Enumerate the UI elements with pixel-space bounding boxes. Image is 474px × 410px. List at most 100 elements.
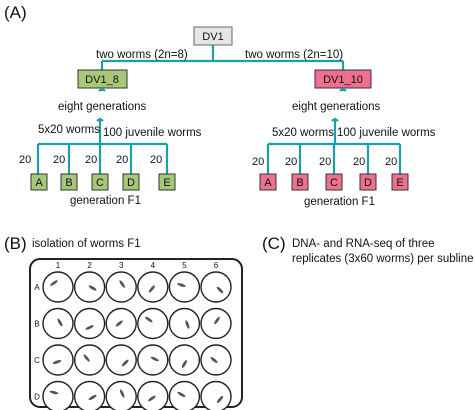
left-subline-d: D <box>127 177 135 189</box>
left-split-lines <box>36 118 169 174</box>
worm <box>88 285 97 291</box>
right-count-5: 20 <box>385 156 397 168</box>
panel-b-label: (B) <box>4 234 27 253</box>
worm <box>148 395 156 402</box>
left-subline-b: B <box>65 177 72 189</box>
worm <box>119 280 126 288</box>
right-subline-box-d <box>359 173 377 191</box>
plate-column-label: 1 <box>56 261 61 270</box>
worm <box>210 356 218 364</box>
right-count-4: 20 <box>353 156 365 168</box>
plate-row-label: C <box>34 356 40 365</box>
plate-well <box>105 271 137 303</box>
plate-well <box>200 380 232 410</box>
right-subline-b: B <box>296 177 303 189</box>
right-subline-e: E <box>396 177 403 189</box>
right-loop-mark <box>339 88 347 92</box>
panel-c-label: (C) <box>262 234 286 253</box>
plate-well <box>200 271 232 303</box>
plate-well <box>42 344 74 376</box>
worm <box>214 316 220 325</box>
worm <box>85 325 94 330</box>
plate-well <box>137 344 169 376</box>
left-subline-e: E <box>163 177 170 189</box>
worm <box>115 320 123 327</box>
worm <box>119 389 125 398</box>
right-subline-box-a <box>259 173 277 191</box>
right-generation-label: generation F1 <box>304 196 375 208</box>
worm <box>50 280 58 286</box>
right-count-2: 20 <box>285 156 297 168</box>
left-juvenile-label: 100 juvenile worms <box>103 127 202 139</box>
right-subline-a: A <box>264 177 272 189</box>
left-count-2: 20 <box>53 154 65 166</box>
left-subline-a: A <box>35 177 43 189</box>
worm <box>216 286 224 294</box>
worm <box>83 354 90 362</box>
plate-well <box>105 344 137 376</box>
plate-well <box>42 271 74 303</box>
plate-row-label: B <box>34 320 39 329</box>
worm <box>57 318 63 327</box>
plate-column-label: 6 <box>214 261 219 270</box>
dv1-8-label: DV1_8 <box>85 74 119 86</box>
plate-row-label: A <box>34 283 40 292</box>
worm <box>52 359 62 365</box>
left-subline-box-d <box>122 173 140 191</box>
right-branch-label: two worms (2n=10) <box>245 49 343 61</box>
plate-well <box>168 344 201 376</box>
worm <box>181 360 187 368</box>
left-loop-mark <box>98 88 106 92</box>
right-subline-box-e <box>391 173 409 191</box>
panel-c-line1: DNA- and RNA-seq of three <box>292 238 435 250</box>
plate-well <box>168 307 201 340</box>
plate-column-label: 5 <box>182 261 187 270</box>
root-node-label: DV1 <box>202 31 223 43</box>
right-subline-d: D <box>364 177 372 189</box>
plate-well <box>137 307 169 340</box>
plate-well <box>42 307 74 340</box>
right-juvenile-label: 100 juvenile worms <box>337 127 436 139</box>
left-subline-box-c <box>91 173 109 191</box>
panel-b-title: isolation of worms F1 <box>32 238 141 250</box>
right-subline-box-c <box>325 173 343 191</box>
panel-a-label: (A) <box>4 3 27 22</box>
left-branch-label: two worms (2n=8) <box>96 49 188 61</box>
root-branch-lines <box>100 45 345 70</box>
worm <box>177 282 186 288</box>
plate-well <box>42 380 74 410</box>
worm <box>216 395 224 404</box>
plate-well <box>73 307 106 340</box>
dv1-10-label: DV1_10 <box>323 74 363 86</box>
worm <box>49 390 59 395</box>
plate-column-label: 2 <box>87 261 92 270</box>
worm <box>148 285 155 293</box>
left-subline-c: C <box>96 177 104 189</box>
left-count-3: 20 <box>85 154 97 166</box>
panel-c-line2: replicates (3x60 worms) per subline <box>292 253 474 265</box>
left-generations-label: eight generations <box>58 101 146 113</box>
worm <box>150 356 159 362</box>
plate-column-label: 3 <box>119 261 124 270</box>
plate-row-label: D <box>34 393 40 402</box>
plate-well <box>73 380 106 410</box>
left-generation-label: generation F1 <box>70 195 141 207</box>
right-count-1: 20 <box>252 156 264 168</box>
plate-well <box>137 380 169 410</box>
plate-column-label: 4 <box>151 261 156 270</box>
worm <box>185 320 190 329</box>
left-split-label: 5x20 worms <box>38 124 100 136</box>
well-grid: 1 2 3 4 5 6A B C D <box>34 261 232 410</box>
left-count-1: 20 <box>19 154 31 166</box>
left-subline-box-e <box>158 173 176 191</box>
right-subline-box-b <box>291 173 309 191</box>
right-generations-label: eight generations <box>292 101 380 113</box>
right-subline-c: C <box>330 177 338 189</box>
worm <box>177 391 186 398</box>
left-subline-box-b <box>60 173 78 191</box>
plate-well <box>105 380 137 410</box>
worm <box>145 316 153 323</box>
right-count-3: 20 <box>319 156 331 168</box>
left-count-4: 20 <box>116 154 128 166</box>
